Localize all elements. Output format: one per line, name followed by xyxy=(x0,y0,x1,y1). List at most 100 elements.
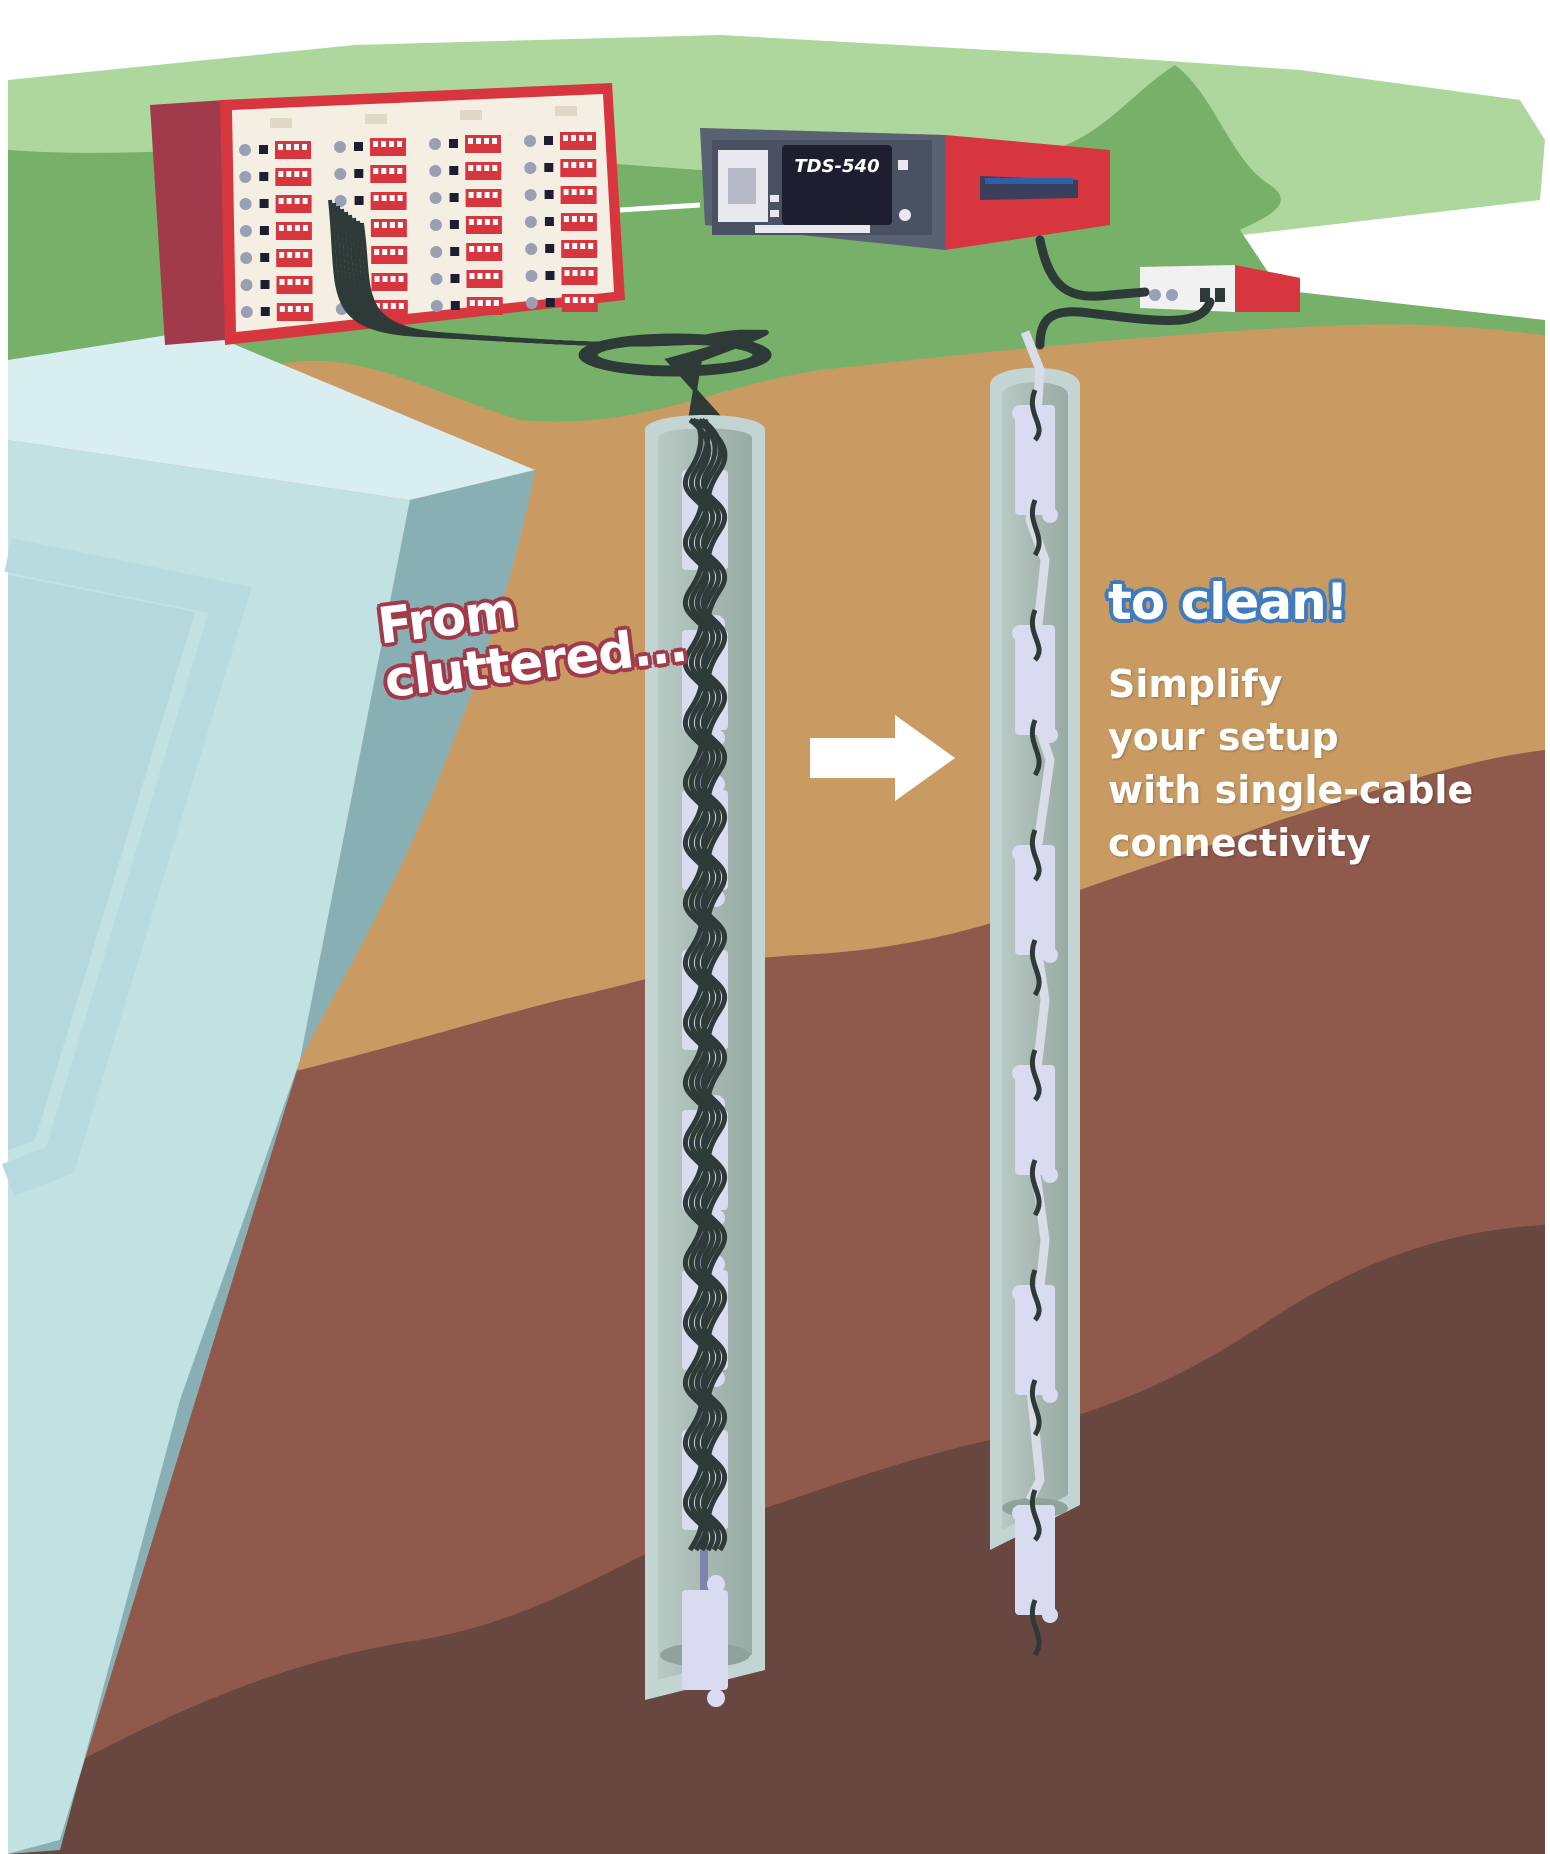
terminal-knob xyxy=(430,246,443,258)
terminal-square xyxy=(545,298,555,307)
terminal-pin xyxy=(588,270,594,276)
terminal-pin xyxy=(571,216,577,222)
right-sensor-knob xyxy=(1042,1167,1058,1183)
arrow-right-icon xyxy=(810,715,955,801)
terminal-pin xyxy=(484,219,490,225)
terminal-knob xyxy=(524,162,537,174)
terminal-pin xyxy=(303,306,309,312)
box-port xyxy=(1215,288,1225,302)
terminal-knob xyxy=(525,297,538,309)
right-sensor xyxy=(1015,845,1055,955)
tds-model-label: TDS-540 xyxy=(794,156,879,177)
terminal-pin xyxy=(588,297,594,303)
terminal-square xyxy=(450,247,460,256)
terminal-pin xyxy=(279,252,285,258)
terminal-square xyxy=(450,301,460,310)
terminal-pin xyxy=(374,249,380,255)
cable-loop xyxy=(594,341,756,369)
right-sensor-knob xyxy=(1012,625,1028,641)
terminal-knob xyxy=(429,192,442,204)
terminal-tag xyxy=(365,114,387,124)
right-sensor xyxy=(1015,1285,1055,1395)
terminal-square xyxy=(449,166,459,175)
terminal-pin xyxy=(374,276,380,282)
terminal-pin xyxy=(484,165,490,171)
terminal-knob xyxy=(239,171,252,183)
terminal-pin xyxy=(373,222,379,228)
tds-side-slot-highlight xyxy=(985,178,1073,184)
terminal-knob xyxy=(524,216,537,228)
right-short-lead xyxy=(1029,1049,1042,1217)
tds-screen xyxy=(782,145,892,225)
box-to-borehole-cable xyxy=(1035,297,1215,350)
terminal-square xyxy=(450,274,460,283)
box-connector xyxy=(1166,289,1178,301)
left-wire xyxy=(682,418,722,1552)
terminal-pin xyxy=(287,279,293,285)
terminal-pin xyxy=(485,300,491,306)
box-side xyxy=(1235,265,1300,312)
ice-inner-panel xyxy=(8,575,195,1150)
right-short-lead xyxy=(1029,389,1042,557)
terminal-pin xyxy=(286,225,292,231)
tds-knob xyxy=(899,209,911,221)
right-short-lead xyxy=(1029,1269,1042,1437)
terminal-pin xyxy=(468,165,474,171)
description-line: Simplify xyxy=(1108,662,1283,706)
terminal-pin xyxy=(572,297,578,303)
terminal-pin xyxy=(468,219,474,225)
terminal-knob xyxy=(524,189,537,201)
right-sensor xyxy=(1015,625,1055,735)
tds-button xyxy=(770,195,779,202)
terminal-pin xyxy=(564,270,570,276)
terminal-square xyxy=(259,172,269,181)
terminal-knob xyxy=(240,306,253,318)
terminal-pin xyxy=(382,303,388,309)
left-wire xyxy=(688,418,728,1552)
terminal-pin xyxy=(381,168,387,174)
ice-side-face xyxy=(8,470,535,1854)
terminal-knob xyxy=(525,270,538,282)
terminal-pin xyxy=(286,144,291,150)
terminal-pin xyxy=(302,144,307,150)
terminal-pin xyxy=(580,270,586,276)
terminal-knob xyxy=(429,219,442,231)
description-text: Simplify your setup with single-cable co… xyxy=(1108,658,1528,870)
right-sensor-knob xyxy=(1042,947,1058,963)
terminal-square xyxy=(545,244,555,253)
terminal-pin xyxy=(580,297,586,303)
tds-left-module-window xyxy=(728,168,756,204)
terminal-pin xyxy=(302,171,308,177)
terminal-square xyxy=(449,220,459,229)
terminal-pin xyxy=(294,225,300,231)
terminal-pin xyxy=(382,276,388,282)
terminal-pin xyxy=(493,273,499,279)
right-sensor-knob xyxy=(1042,1387,1058,1403)
terminal-pin xyxy=(579,135,584,141)
logger-side xyxy=(150,100,225,345)
terminal-pin xyxy=(397,222,403,228)
terminal-knob xyxy=(239,144,251,156)
terminal-knob xyxy=(334,168,347,180)
right-sensor-knob xyxy=(1012,1285,1028,1301)
terminal-pin xyxy=(294,198,300,204)
terminal-pin xyxy=(579,216,585,222)
terminal-pin xyxy=(398,303,404,309)
terminal-square xyxy=(259,145,268,154)
terminal-square xyxy=(544,217,554,226)
right-sensor xyxy=(1015,1065,1055,1175)
terminal-pin xyxy=(381,195,387,201)
tds-button xyxy=(770,210,779,217)
right-sensor xyxy=(1015,405,1055,515)
right-borehole xyxy=(990,330,1080,1657)
terminal-pin xyxy=(468,192,474,198)
terminal-pin xyxy=(294,144,299,150)
tds-button xyxy=(898,160,908,170)
terminal-pin xyxy=(397,195,403,201)
terminal-tag xyxy=(460,110,482,120)
terminal-pin xyxy=(477,273,483,279)
terminal-pin xyxy=(476,219,482,225)
terminal-knob xyxy=(334,141,346,153)
right-sensor-knob xyxy=(1042,1607,1058,1623)
right-short-lead xyxy=(1029,609,1042,777)
